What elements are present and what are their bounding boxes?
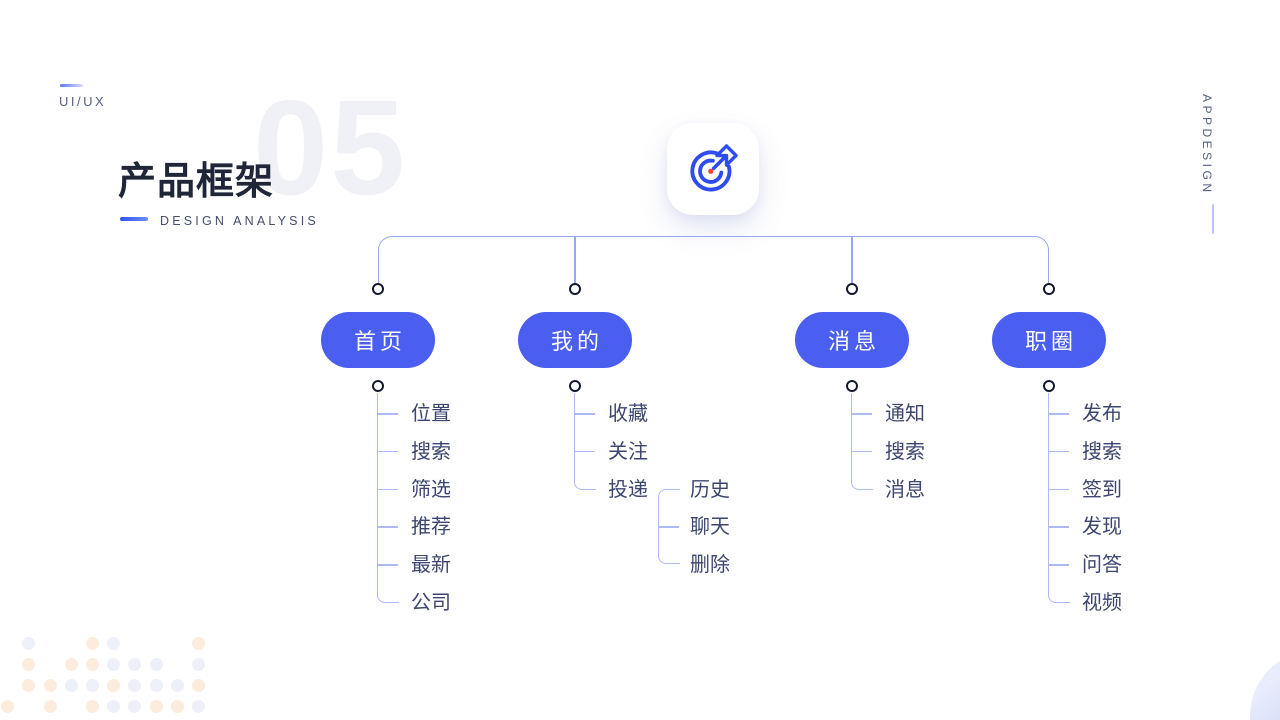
decor-dot (192, 679, 205, 692)
decor-dot (192, 700, 205, 713)
tree-child-label: 搜索 (885, 440, 925, 463)
side-line (1212, 204, 1214, 234)
decor-dot (128, 679, 141, 692)
title-dash (120, 217, 148, 221)
tree-child-label: 通知 (885, 403, 925, 425)
tree-child-label: 签到 (1082, 478, 1122, 501)
node-connector-dot (568, 380, 581, 392)
tree-child-label: 收藏 (608, 403, 648, 425)
decor-dot (44, 679, 57, 692)
decor-dot (86, 658, 99, 671)
tree-connector-tick (1049, 564, 1069, 566)
decor-dot (128, 658, 141, 671)
node-pill-messages: 消息 (795, 312, 909, 368)
eyebrow-dash (60, 84, 83, 87)
subtitle-label: DESIGN ANALYSIS (160, 214, 319, 228)
decor-dot (107, 658, 120, 671)
decor-dot (86, 700, 99, 713)
node-connector-dot (845, 380, 858, 392)
tree-child-label: 投递 (608, 478, 648, 501)
decor-dot (44, 700, 57, 713)
target-dart-icon (690, 144, 738, 192)
target-icon-card (667, 123, 759, 215)
decor-dot (107, 679, 120, 692)
decor-dot (1, 700, 14, 713)
tree-connector-tick (378, 413, 398, 415)
tree-connector-tick (1049, 450, 1069, 453)
decor-dot (150, 700, 163, 713)
tree-connector-tick (1049, 488, 1069, 491)
decor-dot (171, 679, 184, 692)
tree-child-label: 发布 (1082, 403, 1122, 425)
org-bracket (378, 236, 1049, 283)
decor-dot (150, 658, 163, 671)
node-connector-dot (1042, 380, 1055, 392)
tree-child-label: 搜索 (1082, 440, 1122, 463)
decor-dot (171, 700, 184, 713)
tree-child-label: 公司 (411, 592, 451, 614)
tree-connector-tick (378, 450, 398, 453)
decor-dot (22, 637, 35, 650)
eyebrow-label: UI/UX (59, 94, 107, 109)
tree-child-label: 最新 (411, 554, 451, 577)
tree-connector-tick (659, 526, 679, 528)
decor-dot (107, 700, 120, 713)
decor-dot (192, 658, 205, 671)
org-bracket-stub (851, 237, 853, 283)
decor-dot (107, 637, 120, 650)
decor-dot (128, 700, 141, 713)
tree-child-label: 位置 (411, 403, 451, 425)
node-pill-mine: 我的 (518, 312, 632, 368)
node-connector-dot (845, 283, 858, 295)
node-pill-career: 职圈 (992, 312, 1106, 368)
tree-connector-rail (377, 393, 399, 603)
decor-dot (22, 679, 35, 692)
tree-connector-tick (575, 413, 595, 415)
corner-circle-decor (1250, 650, 1280, 720)
node-connector-dot (568, 283, 581, 295)
node-connector-dot (371, 380, 384, 392)
tree-connector-tick (852, 450, 872, 453)
tree-child-label: 推荐 (411, 516, 451, 539)
tree-connector-rail (851, 393, 873, 490)
tree-connector-rail (574, 393, 596, 490)
node-connector-dot (1042, 283, 1055, 295)
tree-child-label: 问答 (1082, 554, 1122, 577)
watermark-number: 05 (253, 72, 408, 223)
tree-child-label: 删除 (690, 554, 730, 577)
decor-dot (150, 679, 163, 692)
tree-child-label: 历史 (690, 478, 730, 501)
decor-dot (22, 658, 35, 671)
tree-child-label: 搜索 (411, 440, 451, 463)
tree-connector-tick (378, 488, 398, 491)
tree-child-label: 筛选 (411, 478, 451, 501)
decor-dot (86, 637, 99, 650)
tree-child-label: 关注 (608, 440, 648, 463)
tree-connector-tick (1049, 413, 1069, 415)
decor-dot (192, 637, 205, 650)
page-title: 产品框架 (118, 161, 275, 203)
decor-dot (86, 679, 99, 692)
tree-child-label: 消息 (885, 478, 925, 501)
tree-connector-tick (852, 413, 872, 415)
decor-dot (65, 679, 78, 692)
decor-dot (65, 658, 78, 671)
tree-connector-rail (1048, 393, 1070, 603)
tree-connector-tick (575, 450, 595, 453)
node-connector-dot (371, 283, 384, 295)
tree-child-label: 发现 (1082, 516, 1122, 539)
side-label: APPDESIGN (1200, 94, 1214, 196)
tree-connector-tick (378, 526, 398, 528)
tree-connector-tick (1049, 526, 1069, 528)
tree-subconnector-rail (658, 488, 680, 565)
node-pill-home: 首页 (321, 312, 435, 368)
tree-child-label: 聊天 (690, 516, 730, 539)
tree-connector-tick (378, 564, 398, 566)
org-bracket-stub (574, 237, 576, 283)
tree-child-label: 视频 (1082, 592, 1122, 614)
